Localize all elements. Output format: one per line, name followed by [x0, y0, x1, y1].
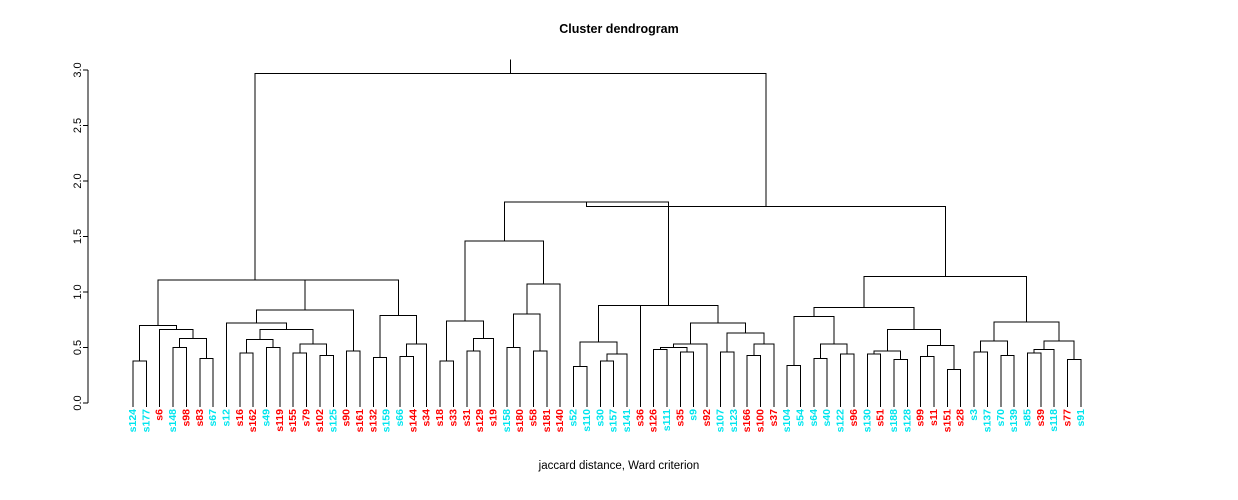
leaf-label-s122[interactable]: s122 — [835, 409, 847, 433]
leaf-label-s30[interactable]: s30 — [594, 409, 606, 427]
leaf-label-s119[interactable]: s119 — [274, 409, 286, 432]
leaf-label-s99[interactable]: s99 — [915, 409, 927, 427]
leaf-label-s128[interactable]: s128 — [901, 409, 913, 433]
leaf-label-s16[interactable]: s16 — [234, 409, 246, 427]
leaf-label-s67[interactable]: s67 — [207, 409, 219, 427]
leaf-label-s36[interactable]: s36 — [634, 409, 646, 427]
leaf-label-s66[interactable]: s66 — [394, 409, 406, 427]
leaf-label-s28[interactable]: s28 — [955, 409, 967, 427]
leaf-label-s130[interactable]: s130 — [861, 409, 873, 433]
x-axis-tick-marks — [132, 403, 1082, 407]
leaf-label-s166[interactable]: s166 — [741, 409, 753, 433]
dendrogram-branch — [157, 279, 352, 326]
leaf-label-s139[interactable]: s139 — [1008, 409, 1020, 433]
leaf-label-s162[interactable]: s162 — [247, 409, 259, 433]
leaf-label-s180[interactable]: s180 — [514, 409, 526, 433]
leaf-label-s148[interactable]: s148 — [167, 409, 179, 433]
leaf-label-s100[interactable]: s100 — [754, 409, 766, 433]
y-tick-label: 1.0 — [72, 284, 84, 299]
leaf-label-s9[interactable]: s9 — [688, 409, 700, 421]
leaf-label-s188[interactable]: s188 — [888, 409, 900, 433]
y-axis: 0.0 0.5 1.0 1.5 2.0 2.5 3.0 — [72, 62, 89, 411]
leaf-label-s181[interactable]: s181 — [541, 409, 553, 433]
leaf-label-s12[interactable]: s12 — [220, 409, 232, 427]
leaf-label-s77[interactable]: s77 — [1062, 409, 1074, 427]
leaf-label-s54[interactable]: s54 — [795, 409, 807, 427]
y-tick-label: 1.5 — [72, 229, 84, 244]
leaf-label-s157[interactable]: s157 — [608, 409, 620, 433]
leaf-label-s144[interactable]: s144 — [407, 409, 419, 433]
leaf-label-s126[interactable]: s126 — [648, 409, 660, 433]
leaf-label-s140[interactable]: s140 — [554, 409, 566, 433]
y-tick-label: 2.0 — [72, 173, 84, 188]
leaf-label-s11[interactable]: s11 — [928, 409, 940, 426]
leaf-label-s35[interactable]: s35 — [674, 409, 686, 427]
leaf-label-s98[interactable]: s98 — [180, 409, 192, 427]
leaf-label-s83[interactable]: s83 — [194, 409, 206, 427]
leaf-label-s3[interactable]: s3 — [968, 409, 980, 421]
x-axis-title: jaccard distance, Ward criterion — [538, 460, 700, 472]
leaf-label-s111[interactable]: s111 — [661, 409, 673, 431]
leaf-label-s107[interactable]: s107 — [714, 409, 726, 433]
leaf-label-s85[interactable]: s85 — [1021, 409, 1033, 427]
leaf-label-s19[interactable]: s19 — [487, 409, 499, 427]
leaf-label-s79[interactable]: s79 — [301, 409, 313, 427]
leaf-label-s151[interactable]: s151 — [941, 409, 953, 433]
leaf-label-s118[interactable]: s118 — [1048, 409, 1060, 432]
y-tick-label: 0.0 — [72, 395, 84, 410]
leaf-label-s33[interactable]: s33 — [447, 409, 459, 427]
leaf-label-s132[interactable]: s132 — [367, 409, 379, 433]
leaf-label-s158[interactable]: s158 — [501, 409, 513, 433]
page-title: Cluster dendrogram — [559, 22, 678, 36]
leaf-label-s177[interactable]: s177 — [140, 409, 152, 433]
leaf-label-s39[interactable]: s39 — [1035, 409, 1047, 427]
leaf-label-s51[interactable]: s51 — [875, 409, 887, 427]
leaf-label-s92[interactable]: s92 — [701, 409, 713, 427]
y-tick-label: 0.5 — [72, 340, 84, 355]
leaf-label-s49[interactable]: s49 — [261, 409, 273, 427]
leaf-label-s58[interactable]: s58 — [528, 409, 540, 427]
leaf-label-s155[interactable]: s155 — [287, 409, 299, 433]
leaf-label-s102[interactable]: s102 — [314, 409, 326, 433]
leaf-label-s104[interactable]: s104 — [781, 409, 793, 433]
dendrogram-branches — [132, 59, 1082, 403]
leaf-label-s161[interactable]: s161 — [354, 409, 366, 433]
leaf-label-s37[interactable]: s37 — [768, 409, 780, 427]
y-tick-label: 3.0 — [72, 62, 84, 77]
leaf-label-s6[interactable]: s6 — [154, 409, 166, 421]
leaf-label-s91[interactable]: s91 — [1075, 409, 1087, 427]
leaf-label-s129[interactable]: s129 — [474, 409, 486, 433]
leaf-label-s141[interactable]: s141 — [621, 409, 633, 433]
leaf-label-s90[interactable]: s90 — [341, 409, 353, 427]
leaf-label-s31[interactable]: s31 — [461, 409, 473, 427]
leaf-label-s34[interactable]: s34 — [421, 409, 433, 427]
leaf-label-s52[interactable]: s52 — [568, 409, 580, 427]
y-tick-label: 2.5 — [72, 118, 84, 133]
leaf-label-s159[interactable]: s159 — [381, 409, 393, 433]
leaf-label-s124[interactable]: s124 — [127, 409, 139, 433]
leaf-label-s40[interactable]: s40 — [821, 409, 833, 427]
leaf-label-s137[interactable]: s137 — [981, 409, 993, 433]
leaf-label-s64[interactable]: s64 — [808, 409, 820, 427]
dendrogram-branch — [598, 304, 641, 403]
leaf-label-s125[interactable]: s125 — [327, 409, 339, 433]
leaf-label-s96[interactable]: s96 — [848, 409, 860, 427]
leaf-label-s123[interactable]: s123 — [728, 409, 740, 433]
leaf-label-s110[interactable]: s110 — [581, 409, 593, 432]
dendrogram-branch — [619, 304, 719, 324]
leaf-label-s18[interactable]: s18 — [434, 409, 446, 427]
leaf-label-s70[interactable]: s70 — [995, 409, 1007, 427]
